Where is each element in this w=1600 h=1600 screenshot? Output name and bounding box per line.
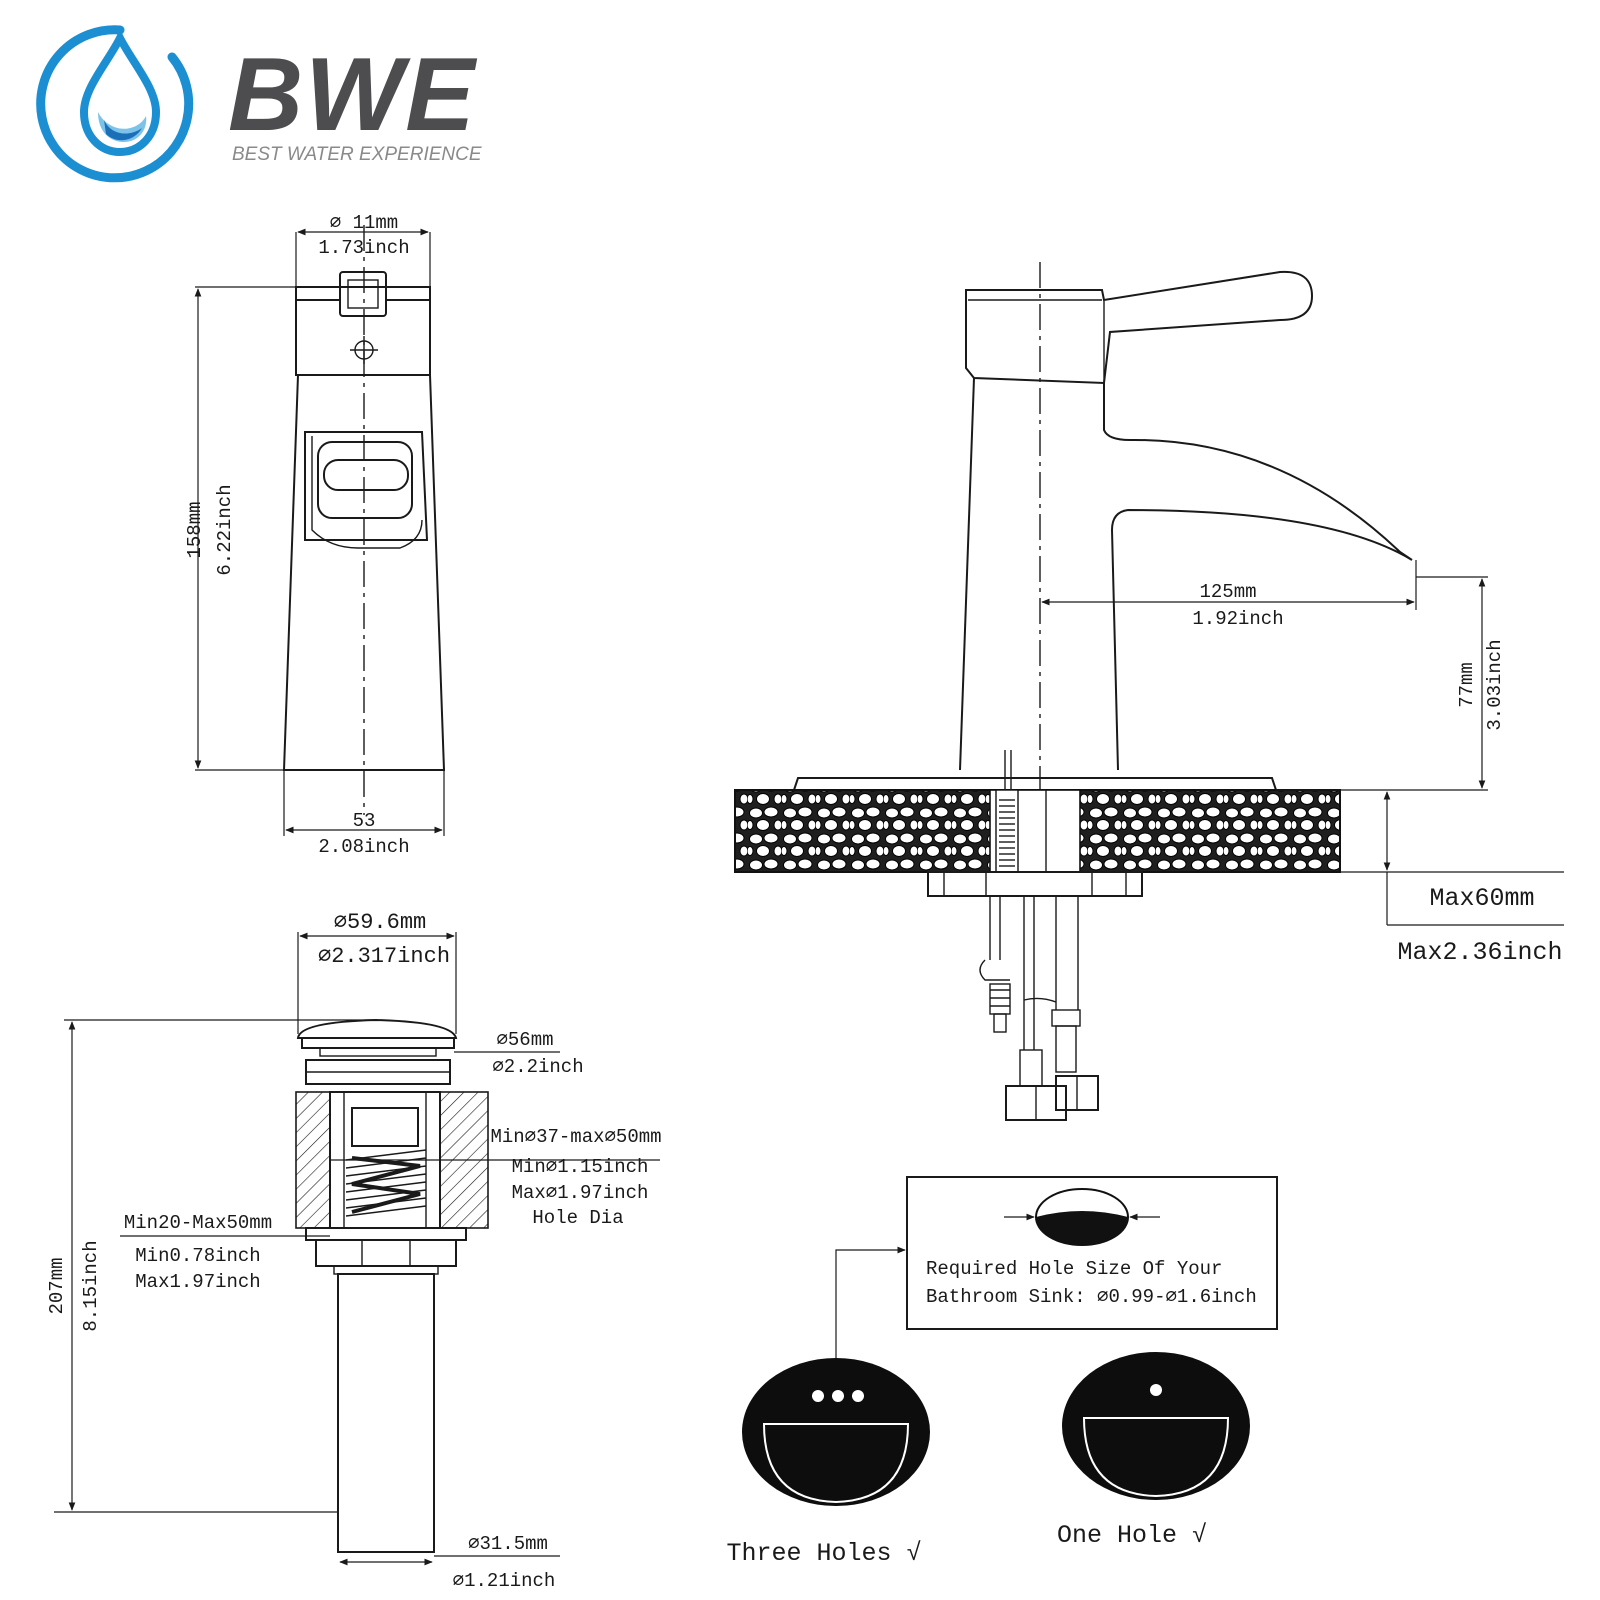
three-hole-sink-icon	[742, 1358, 930, 1506]
spout-height-in: 3.03inch	[1484, 639, 1506, 730]
hole-min-in: Min⌀1.15inch	[512, 1156, 649, 1178]
thickness-max-in: Max1.97inch	[135, 1271, 260, 1293]
pop-up-drain: ⌀59.6mm ⌀2.317inch ⌀56mm ⌀2.2inch Min⌀37…	[46, 910, 662, 1592]
sink-hole-icon	[1004, 1188, 1160, 1246]
faucet-front-view: ⌀ 11mm 1.73inch 158mm 6.22inch 53 2.08in…	[184, 212, 446, 858]
cap-dia-mm: ⌀59.6mm	[334, 910, 426, 935]
threaded-rod	[999, 799, 1015, 867]
hole-dia-label: Hole Dia	[532, 1207, 623, 1229]
water-drop-icon	[36, 25, 194, 183]
faucet-body	[282, 374, 446, 771]
three-holes-label: Three Holes √	[726, 1539, 921, 1568]
one-hole-sink-icon	[1062, 1352, 1250, 1500]
base-width-in: 2.08inch	[318, 836, 409, 858]
flange-dia-mm: ⌀56mm	[496, 1029, 553, 1051]
spout-height-mm: 77mm	[1456, 662, 1478, 708]
thickness-mm: Min20-Max50mm	[124, 1212, 272, 1234]
height-mm: 158mm	[184, 501, 206, 558]
spout	[1103, 383, 1413, 771]
brand-name: BWE	[228, 37, 477, 153]
reach-mm: 125mm	[1199, 581, 1256, 603]
brand-tagline: BEST WATER EXPERIENCE	[232, 144, 482, 165]
supply-hoses	[979, 896, 1099, 1121]
one-hole-label: One Hole √	[1057, 1521, 1207, 1550]
top-width-in: 1.73inch	[318, 237, 409, 259]
hole-max-in: Max⌀1.97inch	[512, 1182, 649, 1204]
hole-size-note: Required Hole Size Of Your Bathroom Sink…	[835, 1176, 1278, 1406]
drain-height-in: 8.15inch	[80, 1240, 102, 1331]
deck-max-in: Max2.36inch	[1397, 938, 1562, 967]
cap-dia-in: ⌀2.317inch	[318, 944, 450, 969]
top-width-mm: ⌀ 11mm	[330, 212, 398, 234]
flange-dia-in: ⌀2.2inch	[492, 1056, 583, 1078]
mounting-plate	[927, 871, 1143, 897]
note-line-1: Required Hole Size Of Your	[926, 1258, 1222, 1280]
thickness-min-in: Min0.78inch	[135, 1245, 260, 1267]
lever-handle	[965, 270, 1314, 385]
hole-range-mm: Min⌀37-max⌀50mm	[490, 1126, 661, 1148]
base-width-mm: 53	[353, 810, 376, 832]
handle-cap	[295, 286, 431, 376]
tail-pipe	[337, 1273, 435, 1553]
height-in: 6.22inch	[214, 484, 236, 575]
reach-in: 1.92inch	[1192, 608, 1283, 630]
faucet-side-view: 125mm 1.92inch 77mm 3.03inch Max60mm Max…	[734, 262, 1564, 1121]
note-line-2: Bathroom Sink: ⌀0.99-⌀1.6inch	[926, 1286, 1257, 1308]
sink-three-holes: Three Holes √	[726, 1358, 930, 1568]
drain-cap	[296, 1018, 458, 1039]
pipe-dia-in: ⌀1.21inch	[453, 1570, 556, 1592]
drain-height-mm: 207mm	[46, 1257, 68, 1314]
sink-one-hole: One Hole √	[1057, 1352, 1250, 1550]
deck-max-mm: Max60mm	[1429, 884, 1534, 913]
brand-logo: BWE BEST WATER EXPERIENCE	[36, 25, 482, 183]
note-box	[906, 1176, 1278, 1330]
drain-threads	[345, 1149, 427, 1217]
pipe-dia-mm: ⌀31.5mm	[468, 1533, 548, 1555]
